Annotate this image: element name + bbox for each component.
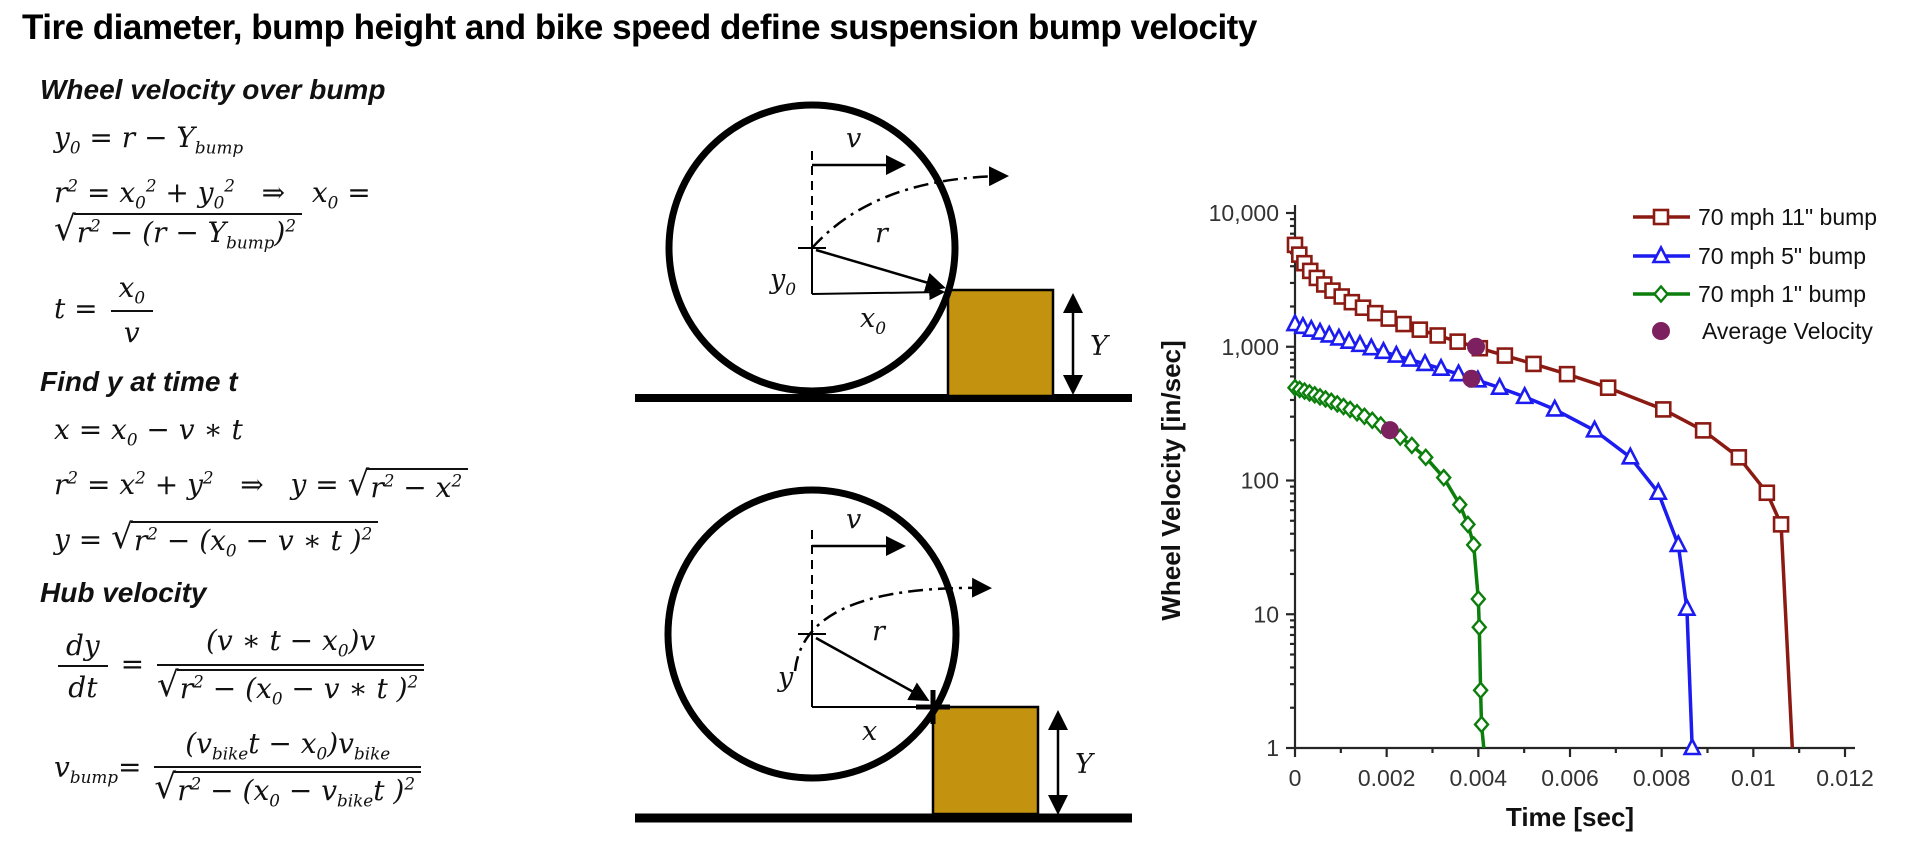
svg-text:10: 10 [1253, 601, 1279, 627]
svg-text:70 mph 11" bump: 70 mph 11" bump [1698, 204, 1877, 230]
svg-text:0.012: 0.012 [1816, 765, 1874, 791]
x-axis-title: Time [sec] [1506, 802, 1634, 832]
label-x0: x0 [860, 303, 886, 339]
svg-text:1: 1 [1266, 735, 1279, 761]
label-y: y [777, 662, 794, 693]
series-70-mph-5-bump [1285, 312, 1702, 756]
label-Y: Y [1075, 749, 1095, 780]
x0-arrow [811, 284, 946, 301]
svg-text:100: 100 [1241, 468, 1279, 494]
bump-block [931, 705, 1040, 816]
bump-block [946, 288, 1055, 398]
label-y0: y0 [769, 264, 796, 300]
equation-vbump: vbump= (vbiket − x0)vbike√r2 − (x0 − vbi… [54, 726, 580, 812]
series-average-velocity [1380, 337, 1486, 440]
chart-svg: 0 0.002 0.004 0.006 0.008 0.01 0.012 1 10 100 1,00… [1156, 200, 1877, 832]
svg-text:10,000: 10,000 [1209, 200, 1279, 226]
svg-text:0.006: 0.006 [1541, 765, 1599, 791]
label-r: r [872, 616, 887, 647]
chart-axes [1286, 205, 1855, 757]
equation-y-of-t: y = √r2 − (x0 − v ∗ t )2 [54, 520, 580, 562]
radius-arrow [815, 636, 930, 701]
svg-text:0.008: 0.008 [1633, 765, 1691, 791]
series-70-mph-1-bump [1286, 378, 1490, 749]
page-title: Tire diameter, bump height and bike spee… [22, 8, 1257, 47]
velocity-chart: 0 0.002 0.004 0.006 0.008 0.01 0.012 1 10 100 1,00… [1150, 148, 1920, 862]
label-x: x [862, 716, 877, 747]
wheel-circle [664, 486, 960, 782]
chart-tick-labels: 0 0.002 0.004 0.006 0.008 0.01 0.012 1 10 100 1,00… [1209, 200, 1874, 791]
equation-x: x = x0 − v ∗ t [54, 413, 243, 450]
section-heading-find-y: Find y at time t [40, 366, 238, 398]
wheel-circle [665, 101, 959, 395]
label-v: v [846, 123, 861, 154]
svg-text:70 mph 5" bump: 70 mph 5" bump [1698, 243, 1866, 269]
section-heading-wheel-velocity: Wheel velocity over bump [40, 74, 386, 105]
label-v: v [846, 504, 861, 535]
svg-text:70 mph 1" bump: 70 mph 1" bump [1698, 281, 1866, 307]
diagram-wheel-on-corner: v r y x Y [635, 486, 1132, 823]
svg-text:1,000: 1,000 [1221, 334, 1279, 360]
svg-text:0.01: 0.01 [1731, 765, 1776, 791]
section-heading-hub-velocity: Hub velocity [40, 577, 207, 609]
equation-x0: r2 = x02 + y02 ⇒ x0 = √r2 − (r − Ybump)2 [54, 175, 371, 253]
svg-text:Average Velocity: Average Velocity [1702, 318, 1873, 344]
diagram-wheel-at-bump: v r y0 x0 Y [635, 101, 1132, 402]
chart-legend: 70 mph 11" bump 70 mph 5" bump 70 mph 1" b… [1633, 204, 1877, 344]
equation-y0: y0 = r − Ybump [54, 121, 244, 158]
hub-trajectory-arrow [811, 166, 1009, 249]
hub-trajectory-arrow [793, 577, 992, 672]
label-r: r [875, 218, 890, 249]
y-axis-title: Wheel Velocity [in/sec] [1156, 340, 1186, 620]
series-70-mph-11-bump [1286, 236, 1795, 749]
equation-y-implies: r2 = x2 + y2 ⇒ y = √r2 − x2 [54, 467, 580, 505]
svg-text:0.004: 0.004 [1450, 765, 1508, 791]
svg-text:0.002: 0.002 [1358, 765, 1416, 791]
svg-text:0: 0 [1289, 765, 1302, 791]
equations-column: Wheel velocity over bump y0 = r − Ybump … [40, 60, 580, 828]
contact-point-cross [916, 690, 950, 724]
label-Y: Y [1090, 331, 1110, 362]
radius-arrow [815, 248, 946, 293]
